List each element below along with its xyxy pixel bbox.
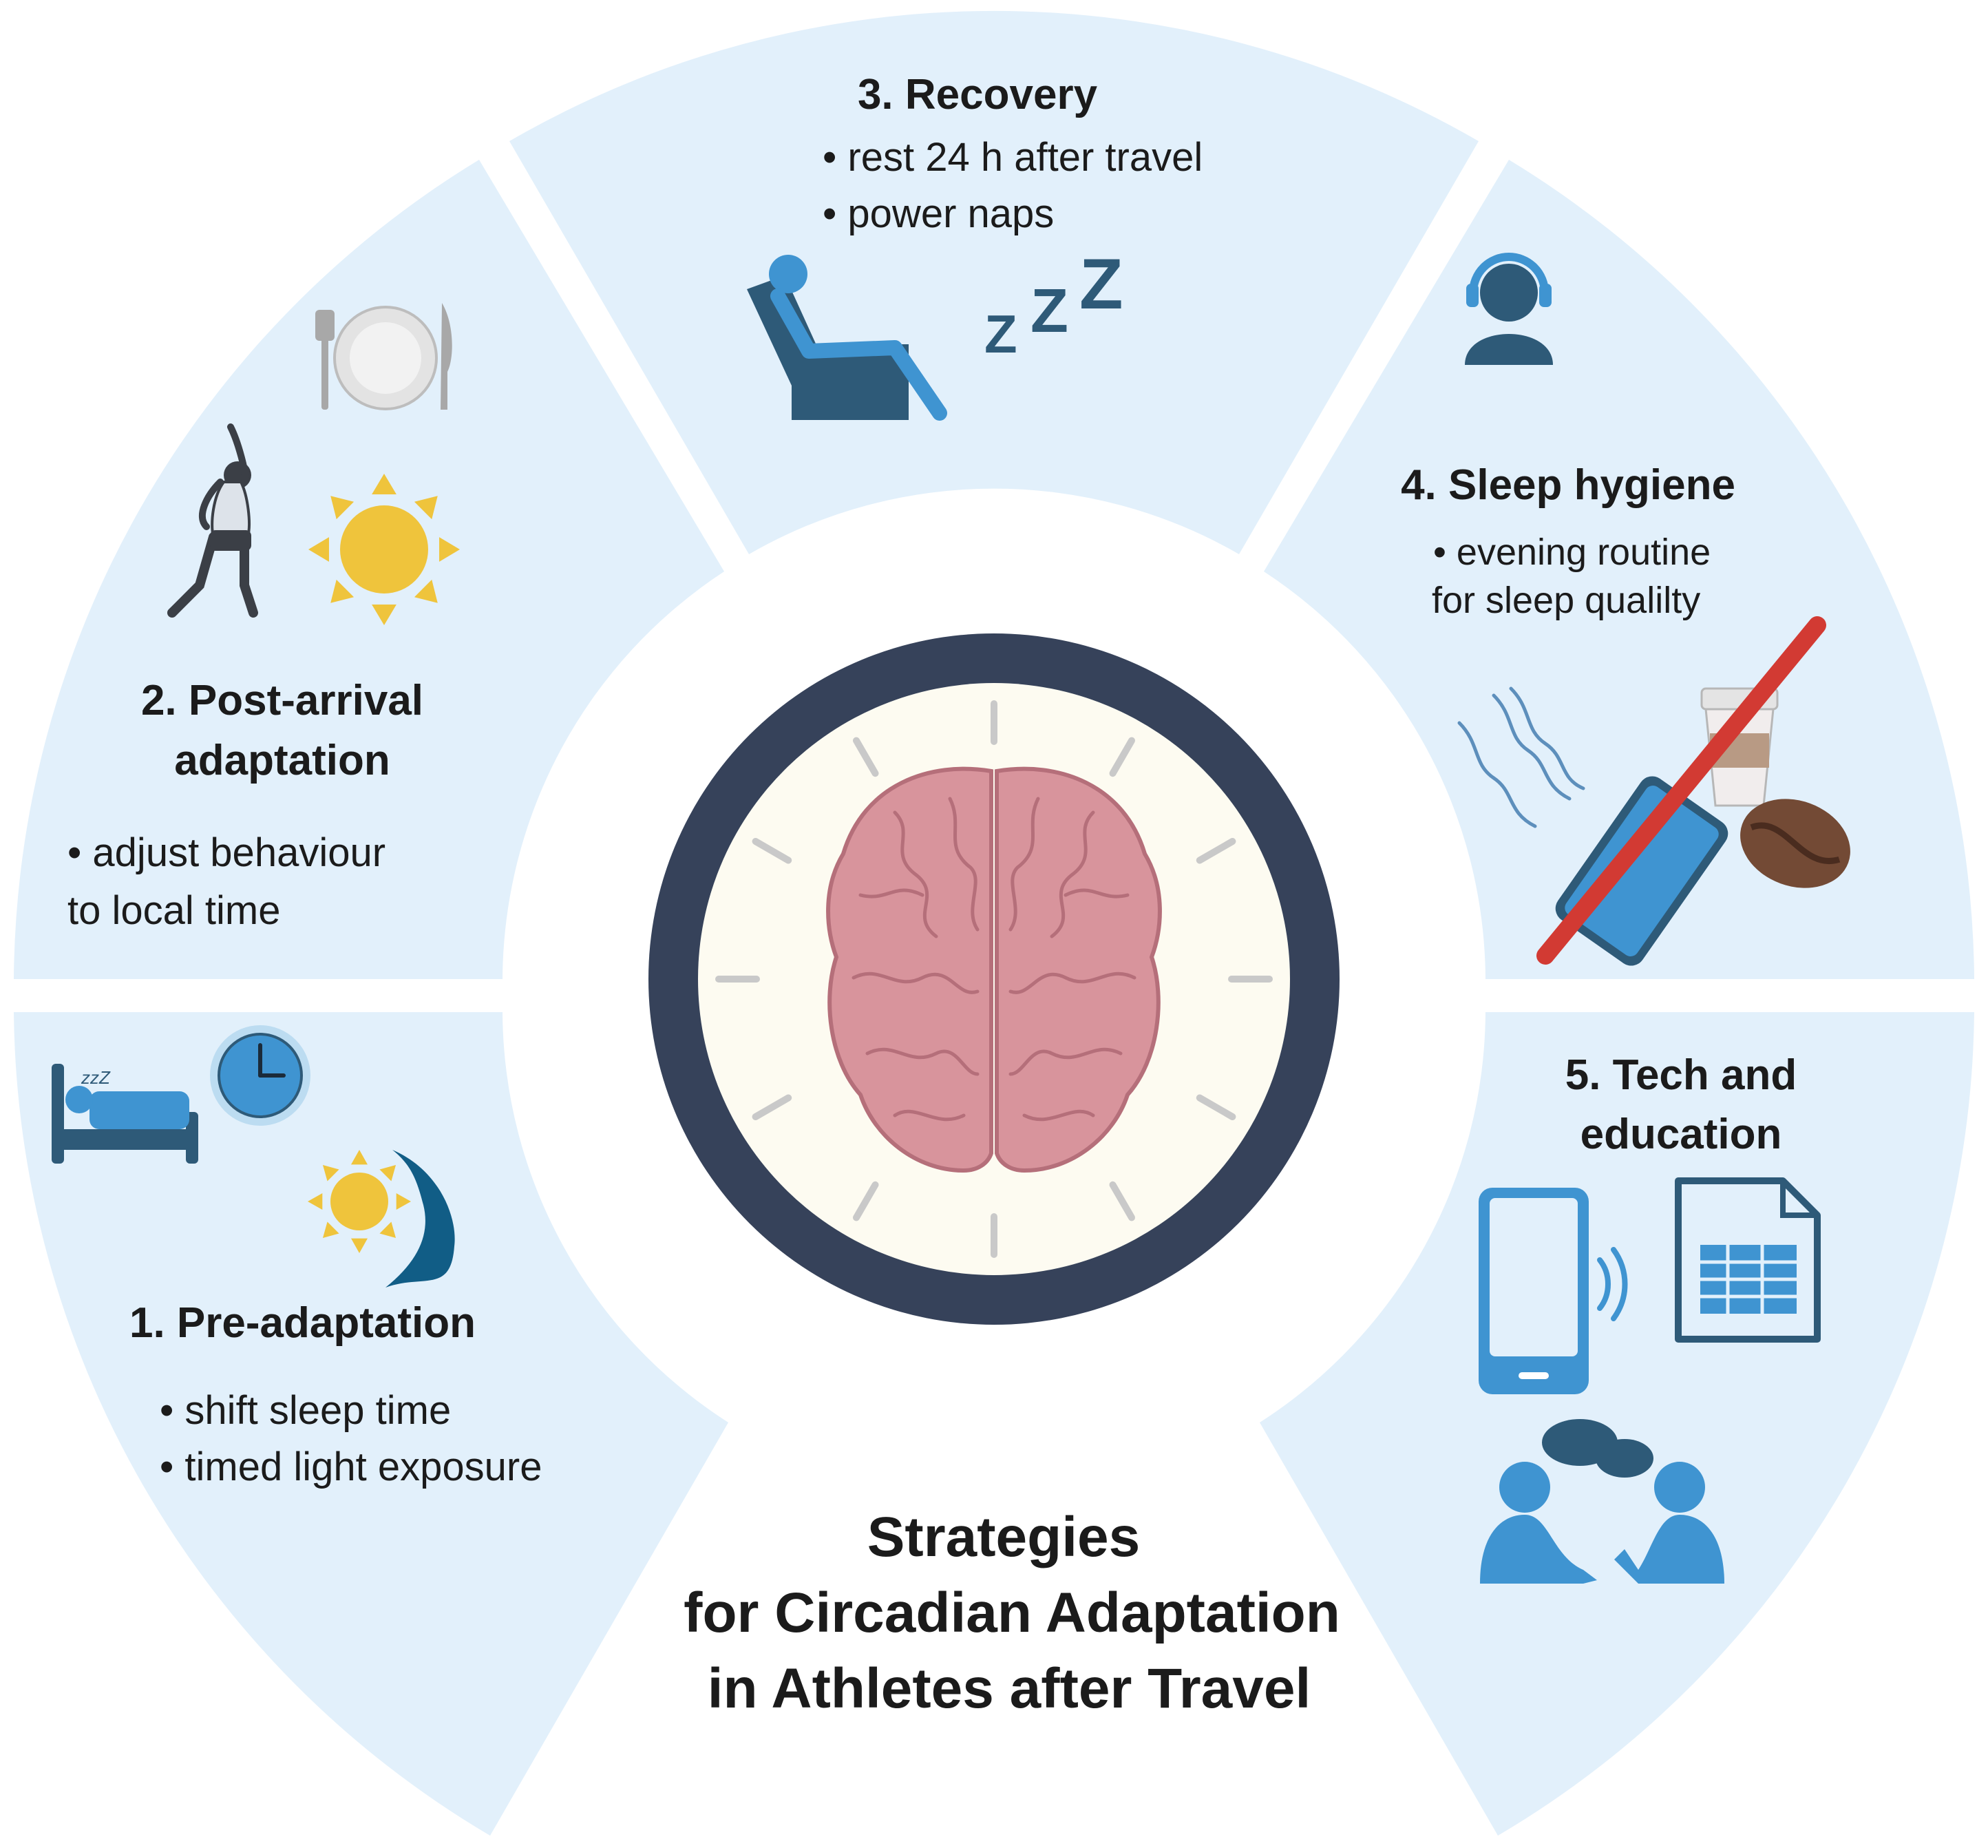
- clock-tick: [752, 1094, 792, 1120]
- sun-ray: [379, 1164, 396, 1182]
- tech-title-line-1: 5. Tech and: [1565, 1051, 1797, 1099]
- person-headphones-icon: [1465, 253, 1553, 365]
- blue-light-waves-icon: [1457, 686, 1585, 828]
- pre-adaptation-title: 1. Pre-adaptation: [129, 1299, 476, 1347]
- sun-ray: [322, 1164, 339, 1182]
- sleep-hygiene-bullet-1: • evening routine: [1433, 532, 1711, 573]
- pre-adaptation-bullet-2: • timed light exposure: [160, 1445, 542, 1489]
- clock-tick: [752, 838, 792, 864]
- sleep-hygiene-icons: [1457, 253, 1850, 966]
- sun-ray: [350, 1150, 368, 1165]
- clock-tick: [1196, 838, 1236, 864]
- prohibition-slash-icon: [1536, 616, 1826, 965]
- athlete-stretching-icon: [167, 423, 258, 618]
- svg-text:Z: Z: [984, 304, 1017, 364]
- smartphone-icon: [1555, 776, 1728, 966]
- people-discussion-icon: [1480, 1419, 1724, 1584]
- clock-tick: [853, 1181, 879, 1221]
- sun-ray: [308, 537, 329, 562]
- pre-adaptation-bullet-1: • shift sleep time: [160, 1388, 451, 1433]
- sun-disc: [340, 505, 428, 594]
- sun-ray: [330, 579, 355, 603]
- sleep-hygiene-title: 4. Sleep hygiene: [1401, 461, 1735, 509]
- clock-tick: [1109, 1181, 1135, 1221]
- recovery-zzz-icon: Z Z Z: [984, 244, 1123, 364]
- main-title: Strategies for Circadian Adaptation in A…: [684, 1506, 1340, 1720]
- clock-ticks: [715, 700, 1273, 1258]
- mobile-phone-icon: [1479, 1188, 1628, 1394]
- segment-labels: 3. Recovery • rest 24 h after travel • p…: [67, 71, 1797, 1489]
- sun-ray: [330, 496, 355, 520]
- post-arrival-icons: [167, 303, 460, 625]
- sleep-hygiene-bullet-2: for sleep qualilty: [1432, 580, 1700, 621]
- sun-ray: [379, 1221, 396, 1239]
- recovery-title: 3. Recovery: [858, 71, 1098, 118]
- clock-face: [698, 683, 1290, 1275]
- segment-pre-adaptation: [14, 1012, 728, 1836]
- svg-text:Z: Z: [1079, 244, 1123, 324]
- coffee-bean-icon: [1740, 799, 1850, 888]
- post-arrival-bullet-1: • adjust behaviour: [67, 830, 385, 875]
- sun-ray: [414, 579, 438, 603]
- pre-adaptation-icons: zzZ: [52, 1025, 455, 1288]
- main-title-line-1: Strategies: [867, 1506, 1141, 1568]
- sun-small-icon: [308, 1150, 411, 1253]
- post-arrival-bullet-2: to local time: [67, 888, 280, 933]
- tech-title-line-2: education: [1580, 1111, 1782, 1158]
- sun-large-icon: [308, 474, 460, 625]
- recliner-chair-icon: [747, 255, 947, 421]
- sun-ray: [439, 537, 460, 562]
- bed-icon: zzZ: [52, 1064, 198, 1164]
- clock-tick: [1196, 1094, 1236, 1120]
- clock-icon: [210, 1025, 310, 1126]
- sun-ray: [322, 1221, 339, 1239]
- sleep-zzz-text: zzZ: [81, 1067, 111, 1088]
- brain-icon: [826, 766, 1162, 1173]
- clock-tick: [853, 737, 879, 777]
- sun-ray: [396, 1193, 411, 1210]
- post-arrival-title-line-2: adaptation: [174, 737, 390, 784]
- recovery-bullet-2: • power naps: [823, 191, 1054, 236]
- sun-ray: [372, 605, 396, 625]
- moon-icon: [385, 1150, 455, 1288]
- post-arrival-title-line-1: 2. Post-arrival: [141, 677, 423, 724]
- sun-ray: [350, 1238, 368, 1253]
- clock: [648, 633, 1340, 1325]
- tech-education-icons: [1479, 1177, 1821, 1584]
- clock-tick: [1109, 737, 1135, 777]
- sun-ray: [414, 496, 438, 520]
- segment-sleep-hygiene: [1264, 160, 1974, 979]
- sun-disc: [330, 1173, 388, 1230]
- recovery-bullet-1: • rest 24 h after travel: [823, 135, 1203, 180]
- sun-ray: [308, 1193, 323, 1210]
- segment-recovery: [509, 10, 1479, 554]
- sun-ray: [372, 474, 396, 494]
- main-title-line-3: in Athletes after Travel: [708, 1657, 1311, 1720]
- spreadsheet-document-icon: [1675, 1177, 1821, 1343]
- plate-cutlery-icon: [315, 303, 452, 410]
- main-title-line-2: for Circadian Adaptation: [684, 1582, 1340, 1644]
- recovery-icons: Z Z Z: [747, 244, 1123, 421]
- svg-text:Z: Z: [1030, 277, 1068, 346]
